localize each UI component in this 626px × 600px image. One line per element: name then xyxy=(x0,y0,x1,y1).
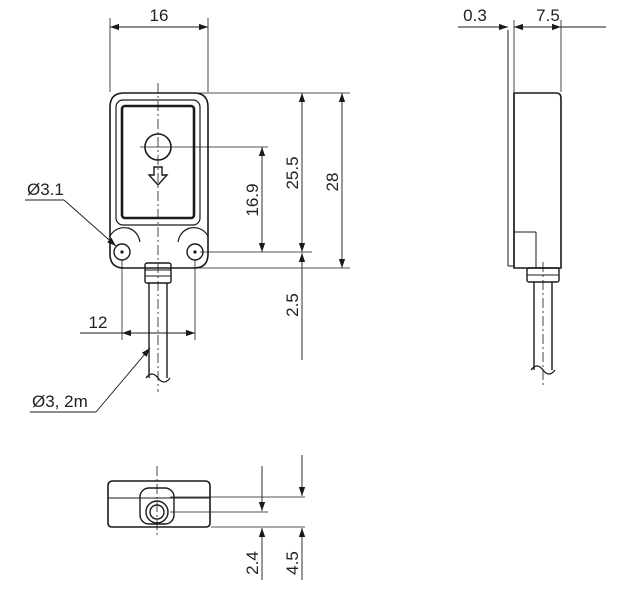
hole-left-center xyxy=(120,250,124,254)
side-view: 0.3 7.5 xyxy=(458,6,606,385)
mounting-lug-right xyxy=(177,227,209,243)
mounting-lug-left xyxy=(109,227,141,243)
width-dimension: 16 xyxy=(150,6,169,25)
bottom-offset-dimension: 2.5 xyxy=(283,293,302,317)
side-body-outline xyxy=(513,92,562,269)
front-view: 16 16.9 25.5 28 2.5 12 Ø3.1 Ø3, 2m xyxy=(25,6,350,413)
hole-spacing-dimension: 12 xyxy=(89,313,108,332)
axis-to-hole-dimension: 16.9 xyxy=(243,183,262,216)
bottom-outer-dimension: 4.5 xyxy=(283,551,302,575)
lip-thickness-dimension: 0.3 xyxy=(463,6,487,25)
sensor-face-frame xyxy=(115,99,201,226)
outer-height-dimension: 28 xyxy=(323,173,342,192)
hole-right-center xyxy=(193,250,197,254)
cable-spec-label: Ø3, 2m xyxy=(32,392,88,411)
hole-diameter-label: Ø3.1 xyxy=(27,180,64,199)
inner-height-dimension: 25.5 xyxy=(283,156,302,189)
bottom-body-outline xyxy=(107,480,211,528)
sensing-direction-arrow-icon xyxy=(147,166,169,187)
depth-dimension: 7.5 xyxy=(536,6,560,25)
bottom-view: 2.4 4.5 xyxy=(107,455,306,580)
bottom-inner-dimension: 2.4 xyxy=(243,551,262,575)
